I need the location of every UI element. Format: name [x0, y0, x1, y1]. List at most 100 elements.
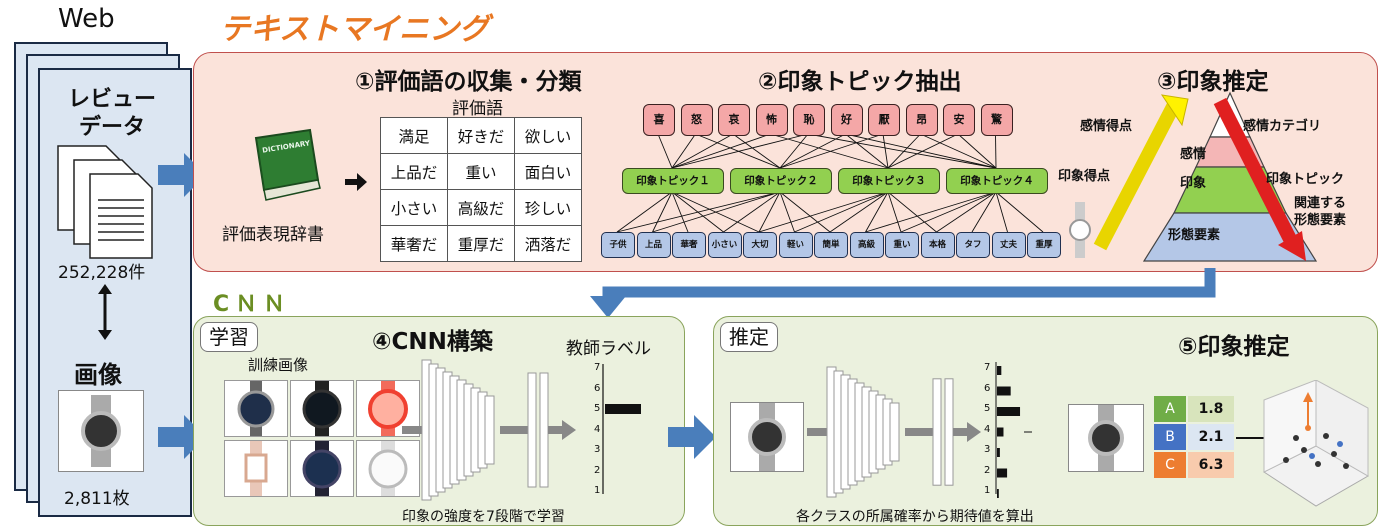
probability-histogram — [995, 362, 1032, 498]
impression-topic-node: 印象トピック２ — [730, 168, 832, 194]
training-image — [356, 440, 420, 497]
table-cell: 重い — [447, 153, 515, 190]
impression-pyramid — [1093, 91, 1318, 262]
arrow-right-icon — [668, 415, 716, 459]
form-word-node: タフ — [956, 232, 990, 258]
training-image — [290, 440, 354, 497]
inference-footer: 各クラスの所属確率から期待値を算出 — [796, 509, 1034, 525]
step2-title: ②印象トピック抽出 — [758, 69, 962, 95]
scale-label: 5 — [984, 403, 991, 414]
emotion-node: 怖 — [755, 104, 788, 136]
form-word-node: 大切 — [743, 232, 777, 258]
watch-icon — [81, 395, 121, 467]
cnn-network-diagram — [807, 366, 981, 498]
table-cell: 面白い — [514, 153, 582, 190]
form-word-node: 華奢 — [672, 232, 706, 258]
probability-bar — [997, 448, 1000, 457]
scale-label: 4 — [594, 423, 601, 435]
connector-arrow-icon — [590, 268, 1216, 318]
form-word-node: 重厚 — [1027, 232, 1061, 258]
scale-label: 7 — [594, 362, 601, 373]
bidirectional-arrow-icon — [98, 284, 112, 340]
scale-label: 1 — [984, 485, 991, 496]
scale-label: 5 — [594, 403, 601, 414]
emotion-node: 好 — [830, 104, 863, 136]
training-image — [224, 440, 288, 497]
related-form-element-label: 関連する 形態要素 — [1294, 196, 1347, 228]
emotion-node: 怒 — [680, 104, 713, 136]
form-word-node: 重い — [885, 232, 919, 258]
form-word-node: 子供 — [601, 232, 635, 258]
table-cell: 重厚だ — [447, 225, 515, 262]
scale-label: 6 — [594, 382, 601, 394]
evaluation-words-table: 満足好きだ欲しい上品だ重い面白い小さい高級だ珍しい華奢だ重厚だ洒落だ — [380, 117, 582, 262]
text-mining-title: テキストマイニング — [220, 12, 490, 47]
watch-icon — [1088, 405, 1124, 471]
document-icon — [57, 145, 153, 259]
scale-label: 7 — [984, 362, 991, 373]
image-count: 2,811枚 — [64, 489, 130, 509]
3d-scatter-plot — [1262, 380, 1370, 507]
estimated-watch-image — [1068, 404, 1144, 472]
teacher-label-chart — [602, 364, 641, 494]
watch-icon — [748, 403, 786, 471]
class-score: 1.8 — [1188, 396, 1234, 422]
table-header: 評価語 — [452, 99, 503, 119]
pyramid-form-element: 形態要素 — [1168, 228, 1221, 243]
class-label: B — [1154, 424, 1186, 450]
training-image — [356, 380, 420, 437]
emotion-category-label: 感情カテゴリ — [1243, 119, 1322, 134]
emotion-node: 驚 — [980, 104, 1013, 136]
impression-score-label: 印象得点 — [1058, 169, 1111, 184]
watch-icon — [1069, 202, 1091, 258]
scale-label: 2 — [984, 464, 991, 476]
table-row: 小さい高級だ珍しい — [380, 189, 582, 226]
inference-tag: 推定 — [720, 322, 778, 352]
form-word-node: 簡単 — [814, 232, 848, 258]
class-score: 6.3 — [1188, 452, 1234, 478]
class-label: C — [1154, 452, 1186, 478]
dictionary-book-icon — [254, 128, 321, 201]
learning-footer: 印象の強度を7段階で学習 — [402, 509, 565, 525]
probability-bar — [997, 386, 1011, 396]
probability-bar — [997, 366, 1002, 375]
emotion-node: 厭 — [868, 104, 900, 136]
table-cell: 珍しい — [514, 189, 582, 226]
scale-label: 3 — [594, 444, 601, 455]
step3-title: ③印象推定 — [1157, 69, 1269, 95]
table-cell: 華奢だ — [380, 225, 448, 262]
cnn-build-title: ④CNN構築 — [372, 329, 493, 355]
impression-topic-label: 印象トピック — [1266, 172, 1345, 187]
emotion-node: 昂 — [905, 104, 938, 136]
table-cell: 満足 — [380, 117, 448, 154]
scale-label: 6 — [984, 382, 991, 394]
emotion-node: 哀 — [718, 104, 750, 136]
emotion-node: 安 — [943, 104, 975, 136]
table-cell: 高級だ — [447, 189, 515, 226]
probability-bar — [997, 427, 1004, 437]
form-word-node: 小さい — [707, 232, 742, 258]
probability-bar — [997, 489, 999, 498]
table-cell: 小さい — [380, 189, 448, 226]
review-count: 252,228件 — [58, 263, 146, 283]
pyramid-impression: 印象 — [1180, 176, 1207, 191]
form-word-node: 上品 — [636, 232, 671, 258]
impression-topic-node: 印象トピック４ — [946, 168, 1048, 194]
form-word-node: 軽い — [778, 232, 813, 258]
probability-bar — [997, 407, 1021, 416]
probability-bar — [997, 468, 1008, 478]
impression-topic-node: 印象トピック１ — [622, 168, 724, 194]
form-word-node: 丈夫 — [991, 232, 1026, 258]
table-row: 満足好きだ欲しい — [380, 117, 582, 154]
scale-label: 1 — [594, 485, 601, 496]
arrow-right-icon — [345, 173, 367, 191]
inference-title: ⑤印象推定 — [1178, 334, 1290, 360]
emotion-node: 喜 — [643, 104, 675, 136]
scale-label: 3 — [984, 444, 991, 455]
learning-tag: 学習 — [200, 322, 258, 352]
table-cell: 好きだ — [447, 117, 515, 154]
teacher-label: 教師ラベル — [566, 339, 651, 359]
table-row: 華奢だ重厚だ洒落だ — [380, 225, 582, 262]
impression-topic-node: 印象トピック３ — [838, 168, 940, 194]
table-cell: 上品だ — [380, 153, 448, 190]
